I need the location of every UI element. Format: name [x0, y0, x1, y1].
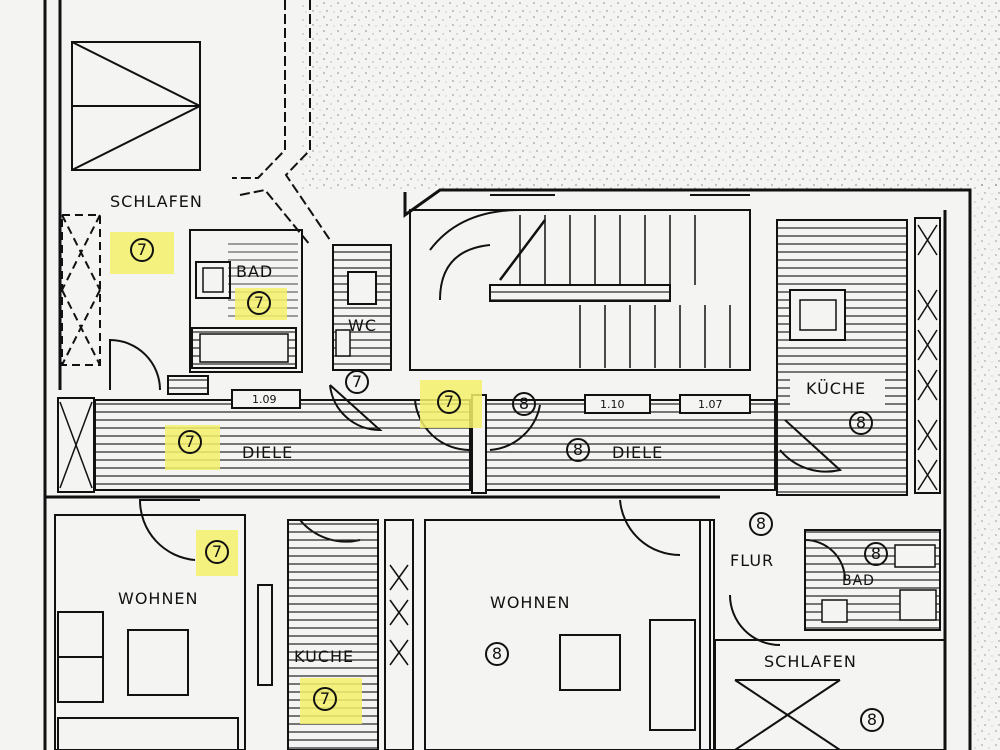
courtyard-texture: [300, 0, 1000, 190]
unit-marker-8: 8: [864, 542, 888, 566]
outer-walls: [43, 0, 972, 750]
door-swings: [109, 338, 846, 646]
unit-marker-7: 7: [247, 291, 271, 315]
room-label-schlafen-bottom-right: SCHLAFEN: [764, 652, 857, 671]
room-label-schlafen-top-left: SCHLAFEN: [110, 192, 203, 211]
stairwell: [409, 194, 751, 371]
stair-treads: [499, 215, 731, 368]
dimension-label-1: 1.09: [252, 393, 277, 406]
unit-marker-7: 7: [313, 687, 337, 711]
window-top-left: [71, 41, 201, 171]
wardrobe-left: [61, 214, 101, 366]
room-label-bad-left: BAD: [236, 262, 274, 281]
unit-marker-7: 7: [205, 540, 229, 564]
edge-texture: [970, 180, 1000, 750]
unit-marker-8: 8: [860, 708, 884, 732]
kitchen-top-right: [776, 217, 941, 496]
bedroom-bottom-right: [714, 639, 946, 750]
unit-marker-8: 8: [485, 642, 509, 666]
dimension-label-3: 1.07: [698, 398, 723, 411]
room-label-kueche-top-right: KÜCHE: [806, 379, 867, 398]
unit-marker-7: 7: [437, 390, 461, 414]
room-label-kueche-bottom: KUCHE: [294, 647, 355, 666]
unit-marker-7: 7: [178, 430, 202, 454]
room-label-flur: FLUR: [730, 551, 775, 570]
dimension-label-2: 1.10: [600, 398, 625, 411]
corridor: [57, 375, 776, 494]
unit-marker-7: 7: [130, 238, 154, 262]
unit-marker-8: 8: [512, 392, 536, 416]
unit-marker-8: 8: [566, 438, 590, 462]
bath-right: [804, 529, 941, 631]
wc-room: [332, 244, 392, 371]
living-left: [54, 514, 273, 750]
room-label-wc: WC: [348, 316, 377, 335]
room-label-wohnen-left: WOHNEN: [118, 589, 199, 608]
unit-marker-8: 8: [849, 411, 873, 435]
room-label-bad-right: BAD: [842, 573, 875, 589]
unit-marker-8: 8: [749, 512, 773, 536]
room-label-wohnen-center: WOHNEN: [490, 593, 571, 612]
room-label-diele-left: DIELE: [242, 443, 294, 462]
unit-marker-7: 7: [345, 370, 369, 394]
living-center: [424, 519, 715, 750]
room-label-diele-right: DIELE: [612, 443, 664, 462]
chimney: [232, 0, 331, 246]
